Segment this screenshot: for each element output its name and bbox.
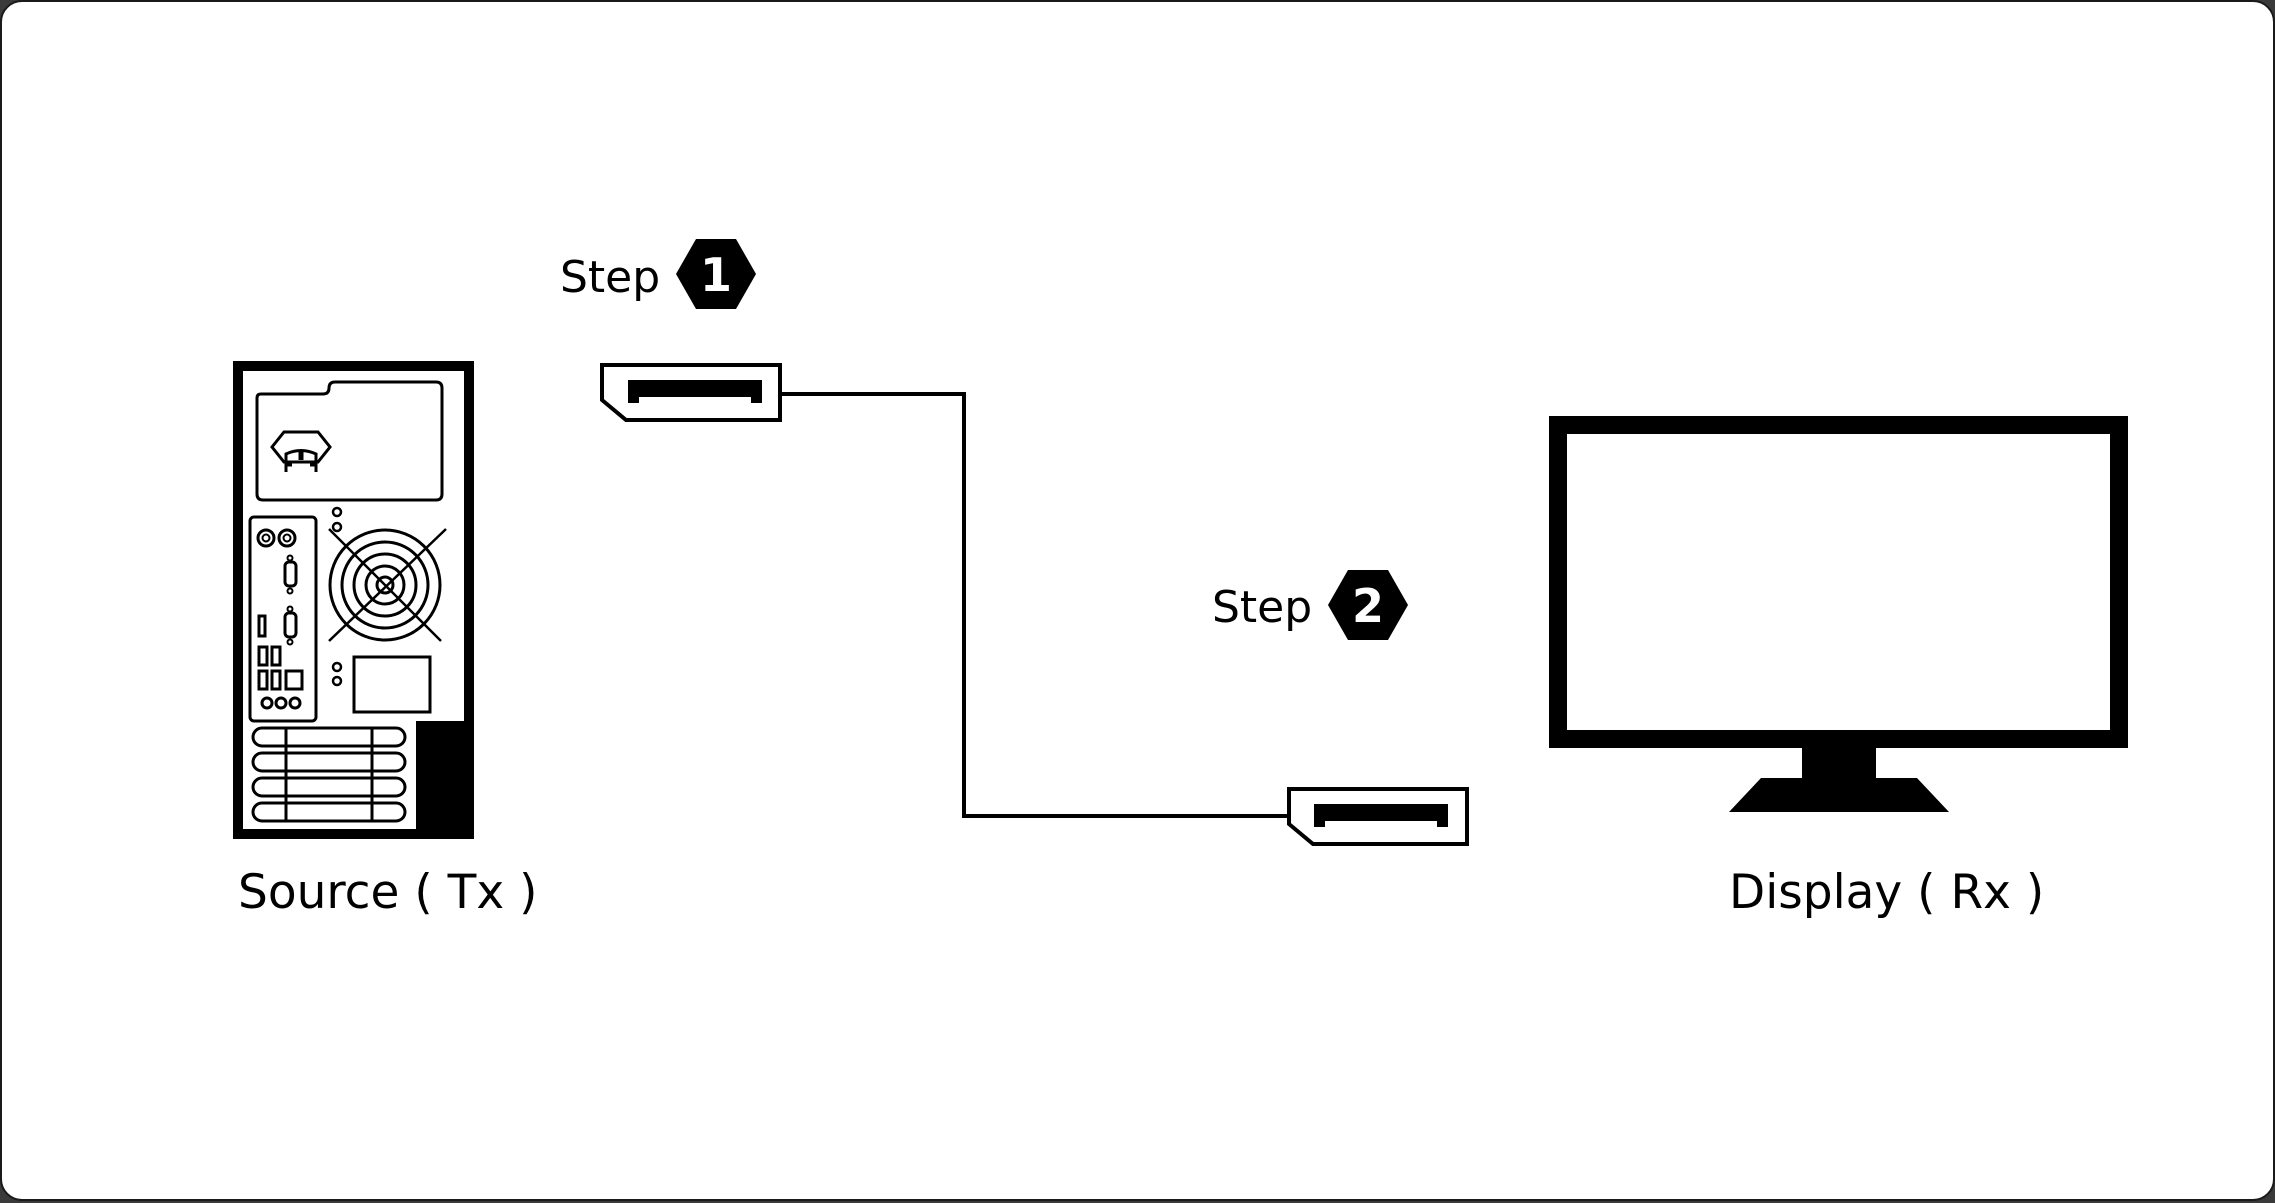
step-badge-icon [1328, 570, 1408, 640]
step-number: 1 [700, 248, 732, 302]
step-2-label: Step 2 [1212, 570, 1408, 640]
source-label: Source ( Tx ) [238, 865, 537, 920]
step-word: Step [1212, 582, 1312, 633]
step-badge-icon [676, 239, 756, 309]
pc-tower-rear-icon [233, 361, 474, 839]
step-number: 2 [1352, 579, 1384, 633]
displayport-connector-icon [1287, 787, 1469, 846]
display-label: Display ( Rx ) [1729, 865, 2044, 920]
step-word: Step [560, 252, 660, 303]
displayport-connector-icon [600, 363, 782, 422]
cable [780, 392, 1289, 818]
step-1-label: Step 1 [560, 239, 756, 309]
monitor-icon [1549, 416, 2128, 812]
